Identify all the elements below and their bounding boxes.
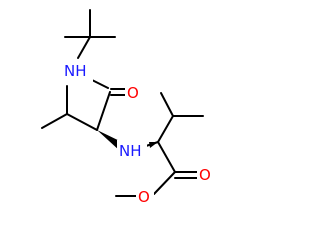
nh-amine-label: NH — [119, 142, 142, 160]
bond-ester-carbon-to-methoxy-o — [153, 171, 176, 195]
bond-second-isopropyl-methyl-left — [160, 92, 174, 117]
nh-amide-label-bg — [63, 60, 93, 82]
bond-second-alpha-to-ester-carbon — [157, 141, 176, 173]
atom-label-layer: NH O NH O O — [63, 60, 213, 208]
bond-carbonyl-to-alpha-carbon — [96, 91, 111, 131]
wedge-bond-second-alpha-carbon-to-nh — [149, 142, 158, 148]
ester-carbonyl-oxygen-label-bg — [197, 164, 213, 186]
ester-carbonyl-oxygen-label: O — [199, 166, 211, 184]
amide-oxygen-label: O — [127, 84, 139, 102]
ester-methoxy-oxygen-label: O — [138, 188, 150, 206]
amide-oxygen-label-bg — [125, 82, 141, 104]
chemical-structure: NH O NH O O — [0, 0, 250, 250]
nh-amine-label-bg — [117, 140, 147, 162]
ester-methoxy-oxygen-label-bg — [136, 186, 154, 208]
bond-second-alpha-to-isopropyl — [157, 115, 174, 143]
nh-amide-label: NH — [64, 62, 87, 80]
bond-isopropyl-methyl-left — [41, 113, 68, 129]
background — [0, 0, 250, 250]
bond-alpha-carbon-to-isopropyl — [66, 113, 98, 131]
bond-tbu-to-nh — [77, 36, 91, 59]
